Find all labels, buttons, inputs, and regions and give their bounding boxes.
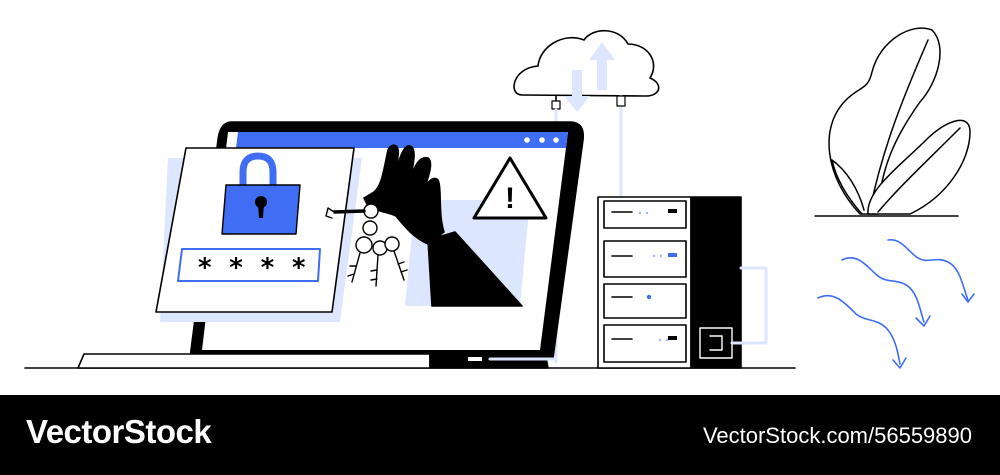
password-mask: * * * * bbox=[197, 253, 307, 283]
window-dot-icon bbox=[553, 137, 559, 143]
illustration-canvas: * * * * ! bbox=[24, 27, 975, 369]
keys-icon bbox=[325, 203, 408, 287]
login-card bbox=[155, 147, 362, 322]
footer-bar: VectorStock VectorStock.com/56559890 bbox=[0, 395, 1000, 475]
image-reference: VectorStock.com/56559890 bbox=[702, 423, 972, 448]
brand-name: VectorStock bbox=[26, 413, 212, 450]
window-dot-icon bbox=[539, 137, 545, 143]
warning-symbol: ! bbox=[505, 182, 515, 215]
plant-icon bbox=[814, 27, 971, 217]
sync-arrows-icon bbox=[564, 42, 615, 112]
warning-triangle-icon: ! bbox=[472, 156, 548, 220]
server-rack-icon bbox=[597, 196, 768, 369]
padlock-icon bbox=[221, 152, 301, 235]
window-dot-icon bbox=[524, 137, 530, 143]
hand-icon bbox=[363, 144, 523, 307]
password-field: * * * * bbox=[177, 248, 321, 283]
wind-arrow-icon bbox=[817, 239, 975, 369]
